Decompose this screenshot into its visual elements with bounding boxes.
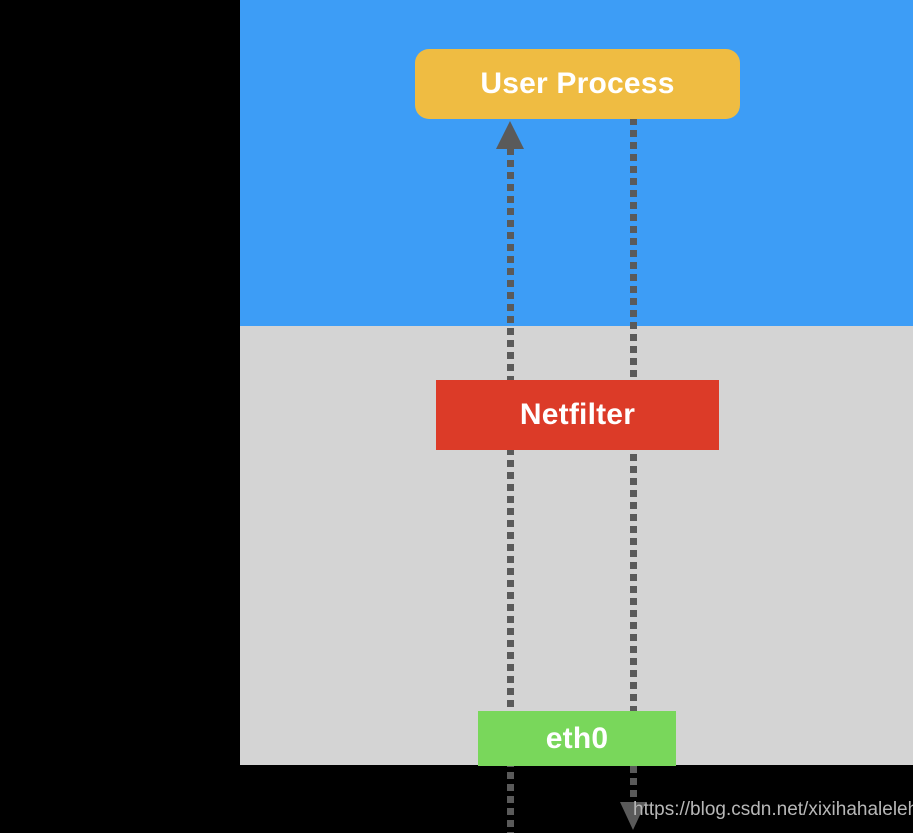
- outbound-packet-flow-line: [630, 118, 637, 808]
- inbound-packet-flow-line: [507, 136, 514, 833]
- arrow-up-icon: [496, 121, 524, 149]
- node-user-process[interactable]: User Process: [415, 49, 740, 119]
- watermark-url: https://blog.csdn.net/xixihahalelehehe: [633, 799, 913, 820]
- node-netfilter[interactable]: Netfilter: [436, 380, 719, 450]
- node-eth0[interactable]: eth0: [478, 711, 676, 766]
- arrow-down-icon: [620, 802, 646, 830]
